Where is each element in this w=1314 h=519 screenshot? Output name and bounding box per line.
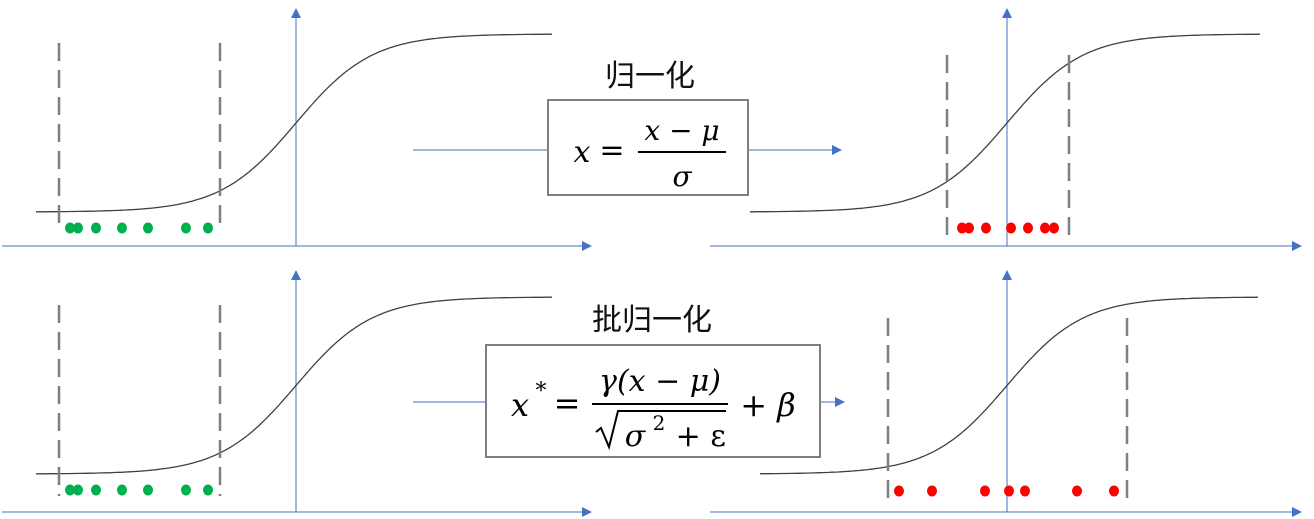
data-point xyxy=(1109,485,1119,497)
formula-lhs: x xyxy=(574,135,591,170)
formula-numerator: γ(x − μ) xyxy=(599,364,721,399)
normalization-label: 归一化 xyxy=(605,59,695,94)
data-point xyxy=(1040,222,1050,234)
data-point xyxy=(143,222,153,234)
batch-normalization-step: 批归一化 x * = γ(x − μ) σ 2 + ε + β xyxy=(413,303,845,458)
formula-box xyxy=(485,344,821,458)
formula-equals: = xyxy=(599,133,624,168)
sigmoid-curve xyxy=(760,296,1259,475)
formula-numerator: x − μ xyxy=(644,114,719,147)
sigmoid-curve xyxy=(750,33,1260,213)
data-point xyxy=(117,222,127,234)
formula-plus-beta: + β xyxy=(740,386,795,424)
data-point xyxy=(143,484,153,496)
data-point xyxy=(1004,485,1014,497)
data-point xyxy=(980,485,990,497)
data-point xyxy=(91,484,101,496)
batchnorm-distribution-bottom xyxy=(710,270,1302,517)
data-point xyxy=(1006,222,1016,234)
data-point xyxy=(65,484,75,496)
sigmoid-curve xyxy=(36,33,552,213)
batch-normalization-label: 批归一化 xyxy=(592,303,712,338)
formula-den-exponent: 2 xyxy=(653,411,666,435)
formula-lhs: x xyxy=(511,386,529,424)
data-point xyxy=(181,222,191,234)
data-point xyxy=(73,484,83,496)
data-point xyxy=(203,222,213,234)
formula-den-epsilon: + ε xyxy=(666,419,726,454)
data-point xyxy=(957,222,967,234)
input-distribution-top xyxy=(2,8,592,251)
data-point xyxy=(981,222,991,234)
formula-superscript: * xyxy=(536,379,547,404)
formula-equals: = xyxy=(554,384,581,422)
data-point xyxy=(1049,222,1059,234)
data-point xyxy=(1020,485,1030,497)
data-point xyxy=(1023,222,1033,234)
sigmoid-curve xyxy=(36,296,552,475)
data-point xyxy=(73,222,83,234)
normalization-step: 归一化 x = x − μ σ xyxy=(413,59,842,196)
data-point xyxy=(927,485,937,497)
formula-denominator: σ xyxy=(625,419,647,454)
formula-denominator: σ xyxy=(672,160,692,193)
data-point xyxy=(117,484,127,496)
input-distribution-bottom xyxy=(2,270,592,517)
data-point xyxy=(91,222,101,234)
data-point xyxy=(181,484,191,496)
sqrt-sign xyxy=(595,410,726,451)
normalized-distribution-top xyxy=(710,8,1302,251)
data-point xyxy=(894,485,904,497)
data-point xyxy=(1072,485,1082,497)
data-point xyxy=(964,222,974,234)
formula-box xyxy=(547,99,749,196)
data-point xyxy=(203,484,213,496)
data-point xyxy=(65,222,75,234)
